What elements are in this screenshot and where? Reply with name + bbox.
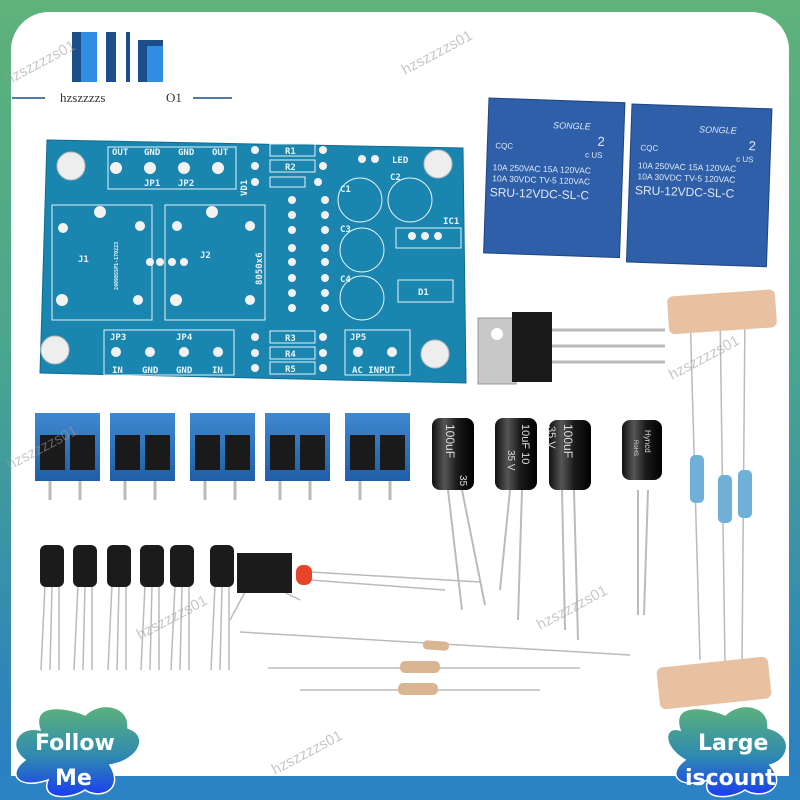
- pcb-label-c4: C4: [340, 275, 351, 285]
- pcb-label-r3: R3: [285, 334, 296, 344]
- relay-cqc: CQC: [495, 141, 513, 151]
- pcb-label-jp4: JP4: [176, 333, 193, 343]
- pcb-label-out2: OUT: [212, 148, 229, 158]
- taped-resistors: [656, 289, 777, 710]
- watermark: hzszzzzs01: [399, 27, 475, 78]
- terminal-block: [110, 413, 175, 500]
- terminal-block: [35, 413, 100, 500]
- transistors: [40, 545, 234, 671]
- capacitor-label: 100uF: [561, 424, 575, 458]
- pcb-label-c2: C2: [390, 173, 401, 183]
- watermark: hzszzzzs01: [269, 727, 345, 778]
- capacitors: 100uF 35 10uF 10 35 V 100uF 35 V Hyncd R…: [432, 418, 662, 641]
- pcb-label-j2: J2: [200, 251, 211, 261]
- pcb-label-vd1: VD1: [240, 180, 250, 196]
- pcb-board: OUT GND GND OUT JP1 JP2 R1 R2 VD1 LED C1…: [39, 139, 467, 384]
- pcb-label-jp5: JP5: [350, 333, 366, 343]
- relay-model: SRU-12VDC-SL-C: [635, 183, 735, 200]
- relay-cert: c US: [585, 150, 603, 160]
- capacitor-label: 100uF: [443, 424, 457, 458]
- terminal-block: [190, 413, 255, 500]
- logo-text: hzszzzzs: [60, 90, 105, 105]
- terminal-blocks: [35, 413, 410, 500]
- pcb-label-d1: D1: [418, 288, 429, 298]
- relay-1: SONGLE 2 c US CQC 10A 250VAC 15A 120VAC …: [483, 97, 626, 259]
- relay-cert-num: 2: [748, 138, 756, 153]
- pcb-label-in2: IN: [212, 366, 223, 376]
- relay-rating-1: 10A 250VAC 15A 120VAC: [492, 162, 591, 175]
- relay-cqc: CQC: [640, 143, 658, 153]
- pcb-label-in1: IN: [112, 366, 123, 376]
- capacitor-rohs: RoHS: [632, 440, 638, 456]
- pcb-label-j1: J1: [78, 255, 89, 265]
- pcb-label-gnd4: GND: [176, 366, 193, 376]
- watermark: hzszzzzs01: [2, 37, 78, 88]
- pcb-label-c1: C1: [340, 185, 351, 195]
- relay-cert: c US: [736, 155, 754, 165]
- watermark: hzszzzzs01: [666, 332, 742, 383]
- relay-cert-num: 2: [597, 134, 605, 149]
- pcb-label-out1: OUT: [112, 148, 129, 158]
- follow-me-line1: Follow: [35, 731, 115, 756]
- follow-me-badge[interactable]: Follow Me: [14, 705, 141, 798]
- capacitor-voltage: 35 V: [505, 450, 516, 471]
- capacitor-brand: Hyncd: [643, 430, 652, 453]
- relay-model: SRU-12VDC-SL-C: [489, 185, 589, 202]
- transistor: [73, 545, 97, 671]
- capacitor-4: Hyncd RoHS: [622, 420, 662, 480]
- pcb-label-c3: C3: [340, 225, 351, 235]
- transistor: [40, 545, 64, 671]
- large-discount-line1: Large: [698, 731, 768, 756]
- bridge-rectifier: [229, 553, 301, 621]
- relay-rating-1: 10A 250VAC 15A 120VAC: [638, 160, 737, 173]
- pcb-label-r2: R2: [285, 163, 296, 173]
- pcb-label-gnd3: GND: [142, 366, 159, 376]
- pcb-label-gnd1: GND: [144, 148, 161, 158]
- capacitor-voltage: 35 V: [545, 426, 557, 449]
- capacitor-voltage: 35: [457, 475, 468, 487]
- large-discount-line2: iscount: [685, 766, 776, 791]
- relay-brand: SONGLE: [553, 120, 592, 131]
- pcb-label-ac-input: AC INPUT: [352, 366, 396, 376]
- pcb-label-part-no: 8050x6: [255, 252, 265, 285]
- transistor: [107, 545, 131, 671]
- transistor: [170, 545, 194, 671]
- voltage-regulator: [477, 312, 665, 385]
- pcb-label-led: LED: [392, 156, 409, 166]
- capacitor-2: 10uF 10 35 V: [495, 418, 537, 490]
- red-led: [296, 565, 481, 591]
- transistor: [210, 545, 234, 671]
- axial-resistors: [239, 631, 631, 695]
- relay-2: SONGLE 2 c US CQC 10A 250VAC 15A 120VAC …: [625, 103, 773, 268]
- pcb-label-r4: R4: [285, 350, 296, 360]
- terminal-block: [265, 413, 330, 500]
- pcb-label-serial: 240985SP1-170223: [114, 242, 120, 290]
- transistor: [140, 545, 164, 671]
- terminal-block: [345, 413, 410, 500]
- relay-rating-2: 10A 30VDC TV-5 120VAC: [637, 171, 735, 184]
- pcb-label-jp2: JP2: [178, 179, 194, 189]
- bottom-bar: [0, 776, 800, 800]
- capacitor-3: 100uF 35 V: [545, 420, 591, 490]
- pcb-label-ic1: IC1: [443, 217, 459, 227]
- pcb-label-r5: R5: [285, 365, 296, 375]
- follow-me-line2: Me: [55, 766, 92, 791]
- brand-logo: hzszzzzs O1: [12, 32, 232, 105]
- pcb-label-gnd2: GND: [178, 148, 195, 158]
- relay-rating-2: 10A 30VDC TV-5 120VAC: [492, 173, 590, 186]
- capacitor-1: 100uF 35: [432, 418, 474, 490]
- pcb-label-jp1: JP1: [144, 179, 160, 189]
- capacitor-label: 10uF 10: [519, 424, 531, 464]
- watermark: hzszzzzs01: [534, 582, 610, 633]
- large-discount-badge[interactable]: Large iscount: [666, 705, 788, 798]
- logo-suffix: O1: [166, 90, 182, 105]
- pcb-label-jp3: JP3: [110, 333, 126, 343]
- pcb-label-r1: R1: [285, 147, 296, 157]
- relay-brand: SONGLE: [699, 124, 738, 135]
